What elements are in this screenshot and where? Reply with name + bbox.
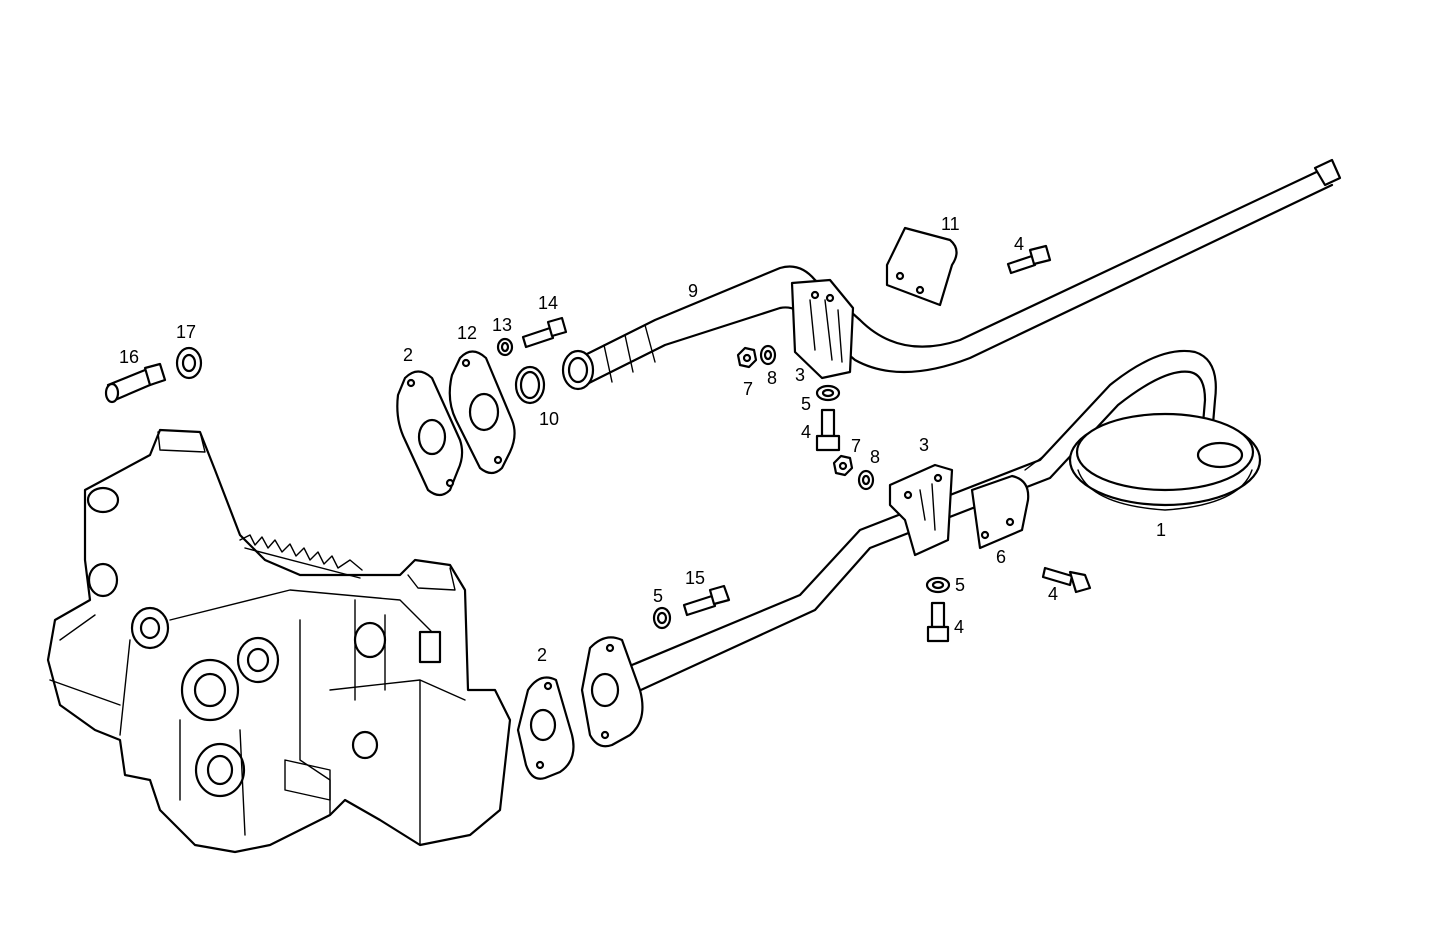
- fitting-16: [104, 362, 167, 404]
- callout-4-upper: 4: [1014, 234, 1024, 254]
- callout-11: 11: [941, 214, 960, 234]
- callout-10: 10: [539, 409, 559, 429]
- suction-pipe: [618, 349, 1217, 697]
- callout-5-lower: 5: [653, 586, 663, 606]
- washer-8-lower: [857, 469, 875, 491]
- callout-4-bottom: 4: [954, 617, 964, 637]
- gasket-2-lower: [516, 676, 575, 780]
- washer-17: [175, 346, 203, 380]
- washer-5-right: [925, 576, 951, 594]
- clamp-11: [885, 226, 958, 307]
- callout-12: 12: [457, 323, 477, 343]
- bolt-4-bottom: [926, 601, 950, 643]
- callout-4-right: 4: [1048, 584, 1058, 604]
- bolt-4-right: [1041, 566, 1092, 594]
- spacer-12: [448, 350, 516, 475]
- callout-2-upper: 2: [403, 345, 413, 365]
- washer-5-lower: [652, 606, 672, 630]
- callout-3-upper: 3: [795, 365, 805, 385]
- washer-5-mid: [815, 384, 841, 402]
- callout-8-upper: 8: [767, 368, 777, 388]
- callout-8-lower: 8: [870, 447, 880, 467]
- callout-2-lower: 2: [537, 645, 547, 665]
- callout-7-lower: 7: [851, 436, 861, 456]
- callout-1: 1: [1156, 520, 1166, 540]
- suction-flange: [580, 636, 644, 748]
- callout-17: 17: [176, 322, 196, 342]
- callouts: 1 2 2 3 3 4 4 4 4 5 5 5 6 7 7 8 8 9 10 1…: [119, 214, 1166, 665]
- callout-5-mid: 5: [801, 394, 811, 414]
- bracket-3-upper: [790, 278, 855, 380]
- bracket-3-lower: [888, 463, 954, 557]
- gasket-2-upper: [396, 370, 464, 497]
- callout-4-mid: 4: [801, 422, 811, 442]
- callout-7-upper: 7: [743, 379, 753, 399]
- washer-13: [496, 337, 514, 357]
- washer-8-upper: [759, 344, 777, 366]
- screw-14: [521, 316, 568, 349]
- o-ring-10: [514, 365, 546, 405]
- screw-15: [682, 584, 731, 617]
- callout-15: 15: [685, 568, 705, 588]
- callout-3-lower: 3: [919, 435, 929, 455]
- callout-14: 14: [538, 293, 558, 313]
- callout-5-right: 5: [955, 575, 965, 595]
- strainer-1: [1068, 412, 1262, 511]
- callout-16: 16: [119, 347, 139, 367]
- delivery-pipe-9: [561, 158, 1342, 391]
- nut-7-lower: [832, 454, 854, 477]
- bolt-4-mid: [815, 408, 841, 452]
- screw-4-upper: [1006, 244, 1052, 275]
- callout-6: 6: [996, 547, 1006, 567]
- oil-pump-housing: [46, 428, 512, 854]
- callout-9: 9: [688, 281, 698, 301]
- nut-7-upper: [736, 346, 758, 369]
- callout-13: 13: [492, 315, 512, 335]
- clip-6: [970, 474, 1030, 550]
